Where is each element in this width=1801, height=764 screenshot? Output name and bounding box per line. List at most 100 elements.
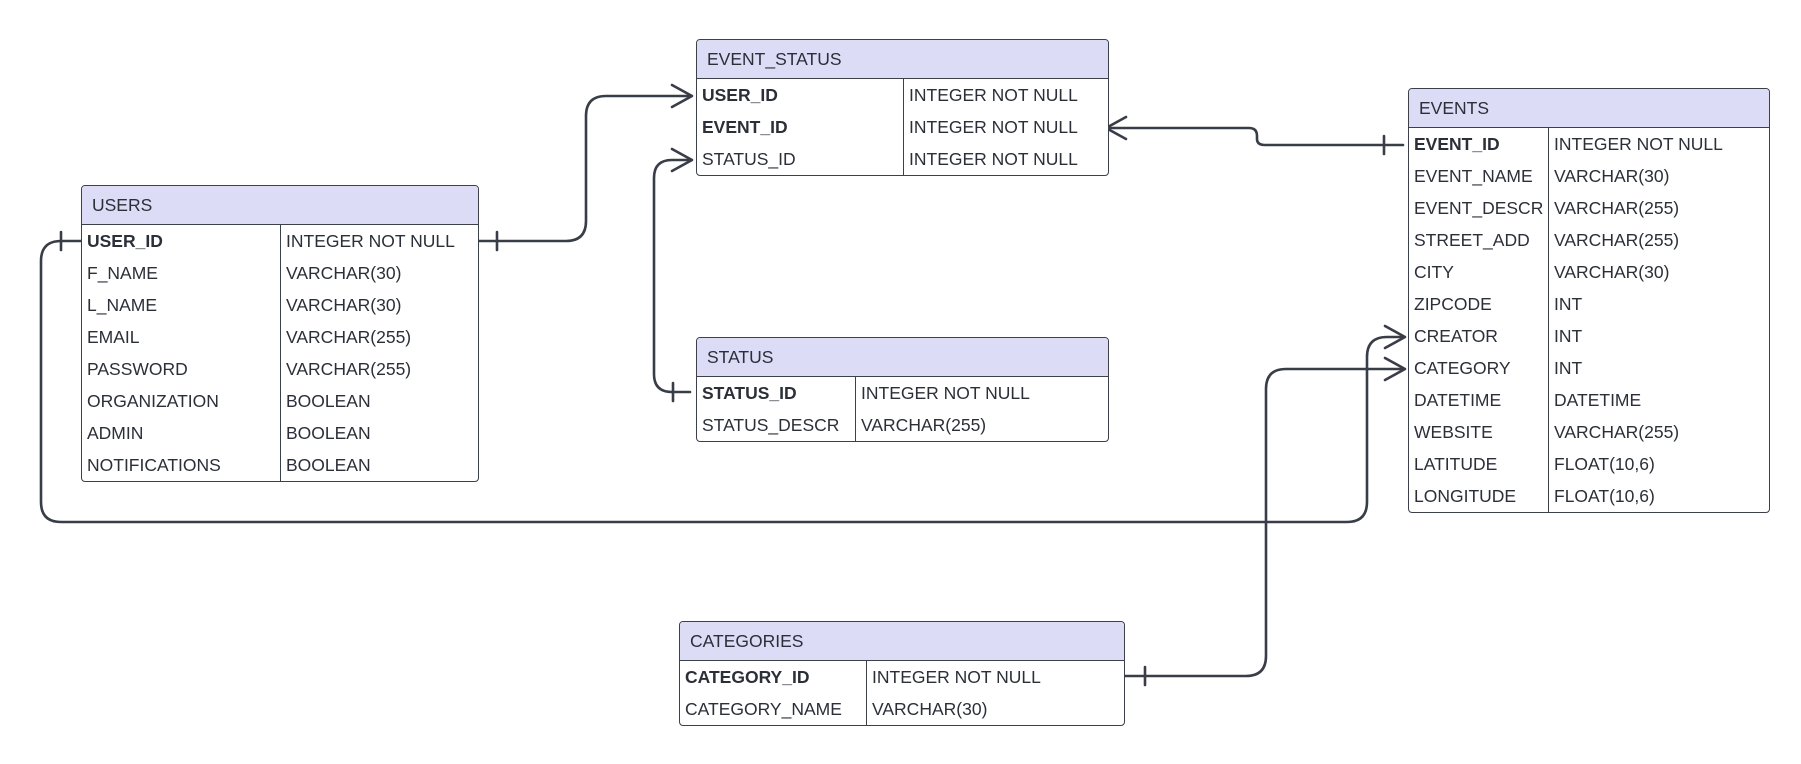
field-name: PASSWORD	[87, 359, 188, 379]
field-type: FLOAT(10,6)	[1554, 454, 1655, 474]
users-field-email[interactable]: EMAIL VARCHAR(255)	[82, 321, 478, 353]
field-type: VARCHAR(30)	[872, 699, 988, 719]
users-field-user-id[interactable]: USER_ID INTEGER NOT NULL	[82, 225, 478, 257]
event-status-field-user-id[interactable]: USER_ID INTEGER NOT NULL	[697, 79, 1108, 111]
field-type: INT	[1554, 326, 1583, 346]
field-type: VARCHAR(30)	[1554, 166, 1670, 186]
field-type: VARCHAR(255)	[1554, 422, 1680, 442]
field-name: EVENT_DESCR	[1414, 198, 1544, 218]
categories-field-category-id[interactable]: CATEGORY_ID INTEGER NOT NULL	[680, 661, 1124, 693]
connector-users-event-status	[476, 83, 694, 252]
field-name: EVENT_ID	[702, 117, 788, 137]
field-type: BOOLEAN	[286, 391, 371, 411]
field-type: VARCHAR(255)	[861, 415, 987, 435]
events-field-latitude[interactable]: LATITUDE FLOAT(10,6)	[1409, 448, 1769, 480]
field-type: BOOLEAN	[286, 455, 371, 475]
events-field-category[interactable]: CATEGORY INT	[1409, 352, 1769, 384]
events-field-creator[interactable]: CREATOR INT	[1409, 320, 1769, 352]
field-name: STATUS_ID	[702, 383, 797, 403]
field-name: STATUS_ID	[702, 149, 796, 169]
connector-event-status-events	[1104, 115, 1405, 156]
field-name: LATITUDE	[1414, 454, 1498, 474]
field-name: EVENT_NAME	[1414, 166, 1533, 186]
users-title: USERS	[82, 186, 478, 225]
field-name: USER_ID	[702, 85, 778, 105]
field-type: INTEGER NOT NULL	[872, 667, 1041, 687]
field-type: VARCHAR(255)	[1554, 230, 1680, 250]
categories-title: CATEGORIES	[680, 622, 1124, 661]
categories-field-category-name[interactable]: CATEGORY_NAME VARCHAR(30)	[680, 693, 1124, 725]
users-column-divider	[280, 225, 281, 481]
field-name: F_NAME	[87, 263, 158, 283]
status-field-status-id[interactable]: STATUS_ID INTEGER NOT NULL	[697, 377, 1108, 409]
events-field-street-add[interactable]: STREET_ADD VARCHAR(255)	[1409, 224, 1769, 256]
events-field-datetime[interactable]: DATETIME DATETIME	[1409, 384, 1769, 416]
field-name: STATUS_DESCR	[702, 415, 840, 435]
field-type: INTEGER NOT NULL	[909, 149, 1078, 169]
event-status-column-divider	[903, 79, 904, 175]
field-name: CITY	[1414, 262, 1454, 282]
field-type: INTEGER NOT NULL	[286, 231, 455, 251]
events-column-divider	[1548, 128, 1549, 512]
events-field-event-name[interactable]: EVENT_NAME VARCHAR(30)	[1409, 160, 1769, 192]
field-type: VARCHAR(30)	[286, 263, 402, 283]
field-type: INTEGER NOT NULL	[909, 85, 1078, 105]
field-type: INT	[1554, 358, 1583, 378]
field-type: VARCHAR(30)	[286, 295, 402, 315]
event-status-field-event-id[interactable]: EVENT_ID INTEGER NOT NULL	[697, 111, 1108, 143]
crows-foot-marker	[670, 83, 694, 109]
events-field-event-descr[interactable]: EVENT_DESCR VARCHAR(255)	[1409, 192, 1769, 224]
users-field-organization[interactable]: ORGANIZATION BOOLEAN	[82, 385, 478, 417]
field-name: CREATOR	[1414, 326, 1498, 346]
event-status-field-status-id[interactable]: STATUS_ID INTEGER NOT NULL	[697, 143, 1108, 175]
field-name: EVENT_ID	[1414, 134, 1500, 154]
field-name: USER_ID	[87, 231, 163, 251]
event-status-title: EVENT_STATUS	[697, 40, 1108, 79]
field-type: INTEGER NOT NULL	[909, 117, 1078, 137]
field-type: BOOLEAN	[286, 423, 371, 443]
field-type: VARCHAR(255)	[286, 327, 412, 347]
field-type: INT	[1554, 294, 1583, 314]
field-type: DATETIME	[1554, 390, 1642, 410]
field-name: ORGANIZATION	[87, 391, 219, 411]
status-table[interactable]: STATUS STATUS_ID INTEGER NOT NULL STATUS_DE…	[696, 337, 1109, 442]
users-field-f-name[interactable]: F_NAME VARCHAR(30)	[82, 257, 478, 289]
field-name: CATEGORY_ID	[685, 667, 810, 687]
field-name: DATETIME	[1414, 390, 1502, 410]
field-type: VARCHAR(255)	[1554, 198, 1680, 218]
field-name: ZIPCODE	[1414, 294, 1492, 314]
field-name: CATEGORY_NAME	[685, 699, 842, 719]
categories-column-divider	[866, 661, 867, 725]
events-field-event-id[interactable]: EVENT_ID INTEGER NOT NULL	[1409, 128, 1769, 160]
users-field-l-name[interactable]: L_NAME VARCHAR(30)	[82, 289, 478, 321]
events-field-zipcode[interactable]: ZIPCODE INT	[1409, 288, 1769, 320]
field-name: L_NAME	[87, 295, 158, 315]
crows-foot-marker	[1383, 356, 1407, 382]
field-type: VARCHAR(255)	[286, 359, 412, 379]
connector-users-events-creator	[39, 230, 1407, 524]
field-name: STREET_ADD	[1414, 230, 1530, 250]
events-title: EVENTS	[1409, 89, 1769, 128]
users-table[interactable]: USERS USER_ID INTEGER NOT NULL F_NAME VARCHA…	[81, 185, 479, 482]
status-column-divider	[855, 377, 856, 441]
users-field-notifications[interactable]: NOTIFICATIONS BOOLEAN	[82, 449, 478, 481]
field-type: INTEGER NOT NULL	[861, 383, 1030, 403]
crows-foot-marker	[1383, 324, 1407, 350]
users-field-admin[interactable]: ADMIN BOOLEAN	[82, 417, 478, 449]
users-field-password[interactable]: PASSWORD VARCHAR(255)	[82, 353, 478, 385]
field-name: NOTIFICATIONS	[87, 455, 221, 475]
events-table[interactable]: EVENTS EVENT_ID INTEGER NOT NULL EVENT_NAME…	[1408, 88, 1770, 513]
field-name: ADMIN	[87, 423, 144, 443]
status-field-status-descr[interactable]: STATUS_DESCR VARCHAR(255)	[697, 409, 1108, 441]
field-type: INTEGER NOT NULL	[1554, 134, 1723, 154]
field-name: LONGITUDE	[1414, 486, 1517, 506]
crows-foot-marker	[670, 147, 694, 173]
field-name: CATEGORY	[1414, 358, 1511, 378]
status-title: STATUS	[697, 338, 1108, 377]
field-name: EMAIL	[87, 327, 140, 347]
